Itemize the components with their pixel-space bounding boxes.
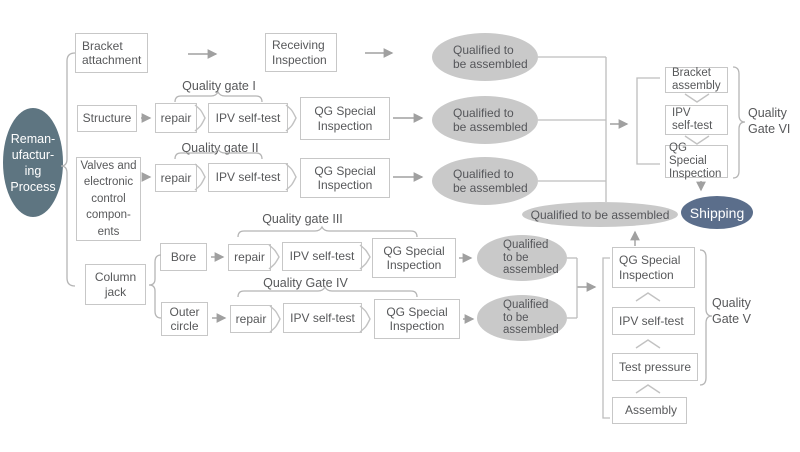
ellipse-qualified-2: Qualified to be assembled [432,96,538,144]
shipping-ellipse: Shipping [681,196,753,229]
node-bracket-assembly: Bracket assembly [665,67,728,93]
ellipse-qualified-1: Qualified to be assembled [432,33,538,81]
node-qg-special-inspection-structure: QG Special Inspection [300,97,390,140]
bracket-gate6-left [636,77,660,165]
label-quality-gate-4: Quality Gate IV [263,276,348,290]
label-quality-gate-6: Quality Gate VI [748,106,791,136]
node-valves-components: Valves and electronic control compon- en… [76,157,141,241]
label-quality-gate-5: Quality Gate V [712,296,751,326]
node-column-jack: Column jack [85,264,146,305]
node-outer-circle: Outer circle [161,302,208,336]
chevron-down-gate6-1 [684,93,710,103]
node-repair-outer-circle: repair [230,305,272,333]
node-assembly: Assembly [612,397,687,424]
brace-quality-gate-3 [237,225,418,238]
node-ipv-self-test-structure: IPV self-test [208,103,288,133]
label-quality-gate-3: Quality gate III [262,212,343,226]
node-test-pressure: Test pressure [612,353,698,381]
start-ellipse-remanufacturing-process: Reman- ufactur- ing Process [3,108,63,217]
chevron-up-gate5-2 [635,339,661,349]
node-qg-special-inspection-gate5: QG Special Inspection [612,247,695,288]
bracket-gate5-left [602,257,610,419]
node-ipv-self-test-gate6: IPV self-test [665,105,728,135]
node-structure: Structure [77,105,137,132]
ellipse-qualified-3: Qualified to be assembled [432,157,538,205]
brace-quality-gate-6 [732,66,746,179]
node-bracket-attachment: Bracket attachment [75,33,148,73]
brace-quality-gate-1 [174,90,263,103]
node-ipv-self-test-bore: IPV self-test [282,242,362,271]
brace-quality-gate-5 [699,249,713,386]
node-qg-special-inspection-outer-circle: QG Special Inspection [374,299,460,339]
label-quality-gate-1: Quality gate I [182,79,256,93]
node-qg-special-inspection-gate6: QG Special Inspection [665,142,728,180]
node-receiving-inspection: Receiving Inspection [265,33,337,72]
node-repair-valves: repair [155,164,197,192]
ellipse-qualified-merge: Qualified to be assembled [522,202,678,227]
chevron-up-gate5-3 [635,384,661,394]
node-qg-special-inspection-bore: QG Special Inspection [372,238,456,278]
node-ipv-self-test-gate5: IPV self-test [612,307,695,335]
node-bore: Bore [160,243,207,271]
node-ipv-self-test-valves: IPV self-test [208,163,288,192]
ellipse-qualified-4: Qualified to be assembled [477,235,567,281]
label-quality-gate-2: Quality gate II [181,141,259,155]
node-repair-bore: repair [228,244,271,271]
node-qg-special-inspection-valves: QG Special Inspection [300,158,390,198]
brace-start-to-components [60,52,76,287]
node-ipv-self-test-outer-circle: IPV self-test [283,303,362,333]
ellipse-qualified-5: Qualified to be assembled [477,295,567,341]
chevron-up-gate5-1 [635,292,661,302]
node-repair-structure: repair [155,103,197,133]
